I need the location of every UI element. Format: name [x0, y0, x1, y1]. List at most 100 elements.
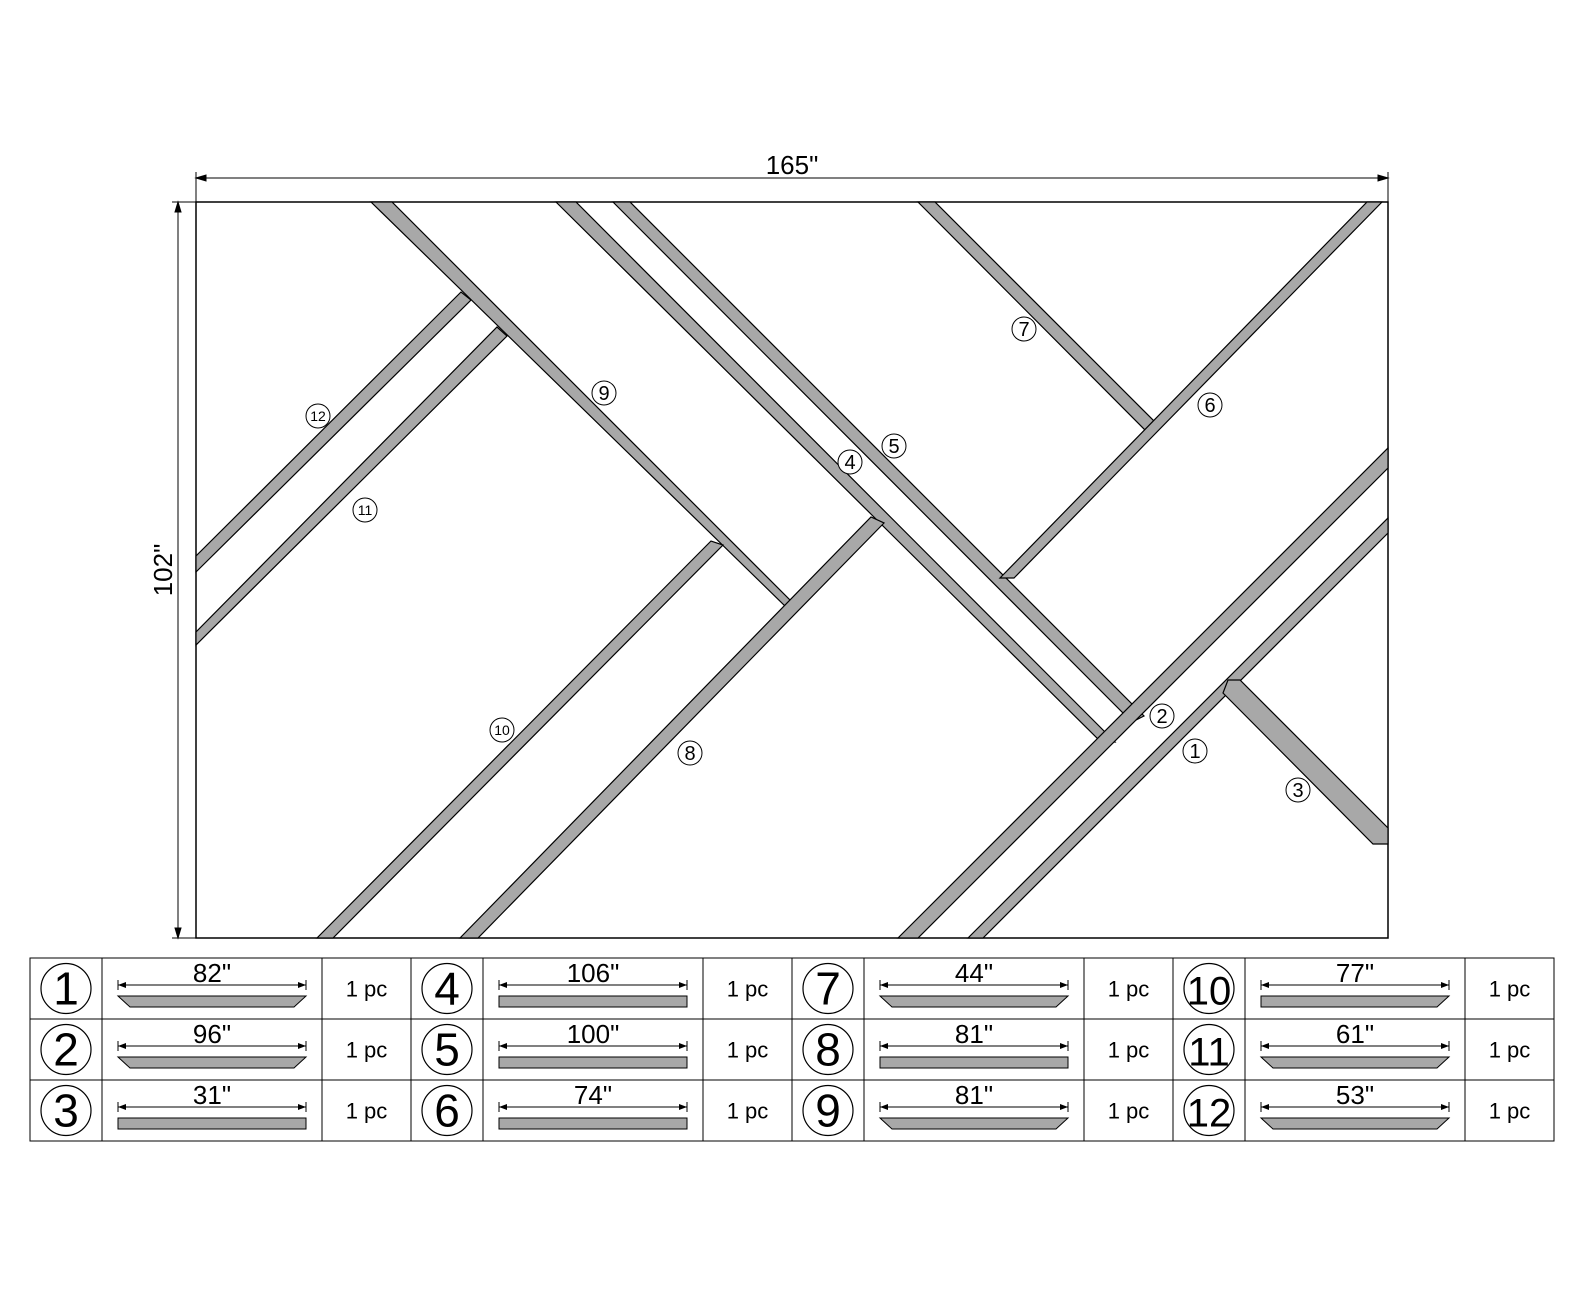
length-arrow	[499, 1104, 507, 1110]
board-profile	[117, 1117, 307, 1130]
strip-9	[611, 201, 1146, 723]
item-number-circle	[421, 1023, 473, 1076]
item-number: 7	[815, 963, 841, 1015]
item-quantity: 1 pc	[346, 1099, 388, 1124]
strip-2	[896, 446, 1389, 939]
board-profile	[116, 1056, 308, 1069]
item-number-circle	[40, 962, 92, 1015]
item-length: 44"	[955, 958, 993, 988]
cut-list-item-10: 10 77" 1 pc	[1183, 958, 1531, 1015]
item-number-circle	[802, 1084, 854, 1137]
length-arrow	[499, 982, 507, 988]
callout-number: 9	[598, 383, 609, 405]
cut-list-item-7: 7 44" 1 pc	[802, 958, 1150, 1015]
length-arrow	[1261, 1043, 1269, 1049]
strip-callout-4: 4	[837, 449, 863, 475]
strip-11	[195, 326, 508, 647]
item-quantity: 1 pc	[727, 1038, 769, 1063]
length-arrow	[679, 1104, 687, 1110]
callout-number: 7	[1018, 319, 1029, 341]
item-number-circle	[1183, 1023, 1235, 1076]
item-quantity: 1 pc	[346, 1038, 388, 1063]
callout-circle	[881, 433, 907, 459]
callout-circle	[1197, 392, 1223, 418]
item-number: 9	[815, 1085, 841, 1137]
item-number: 8	[815, 1024, 841, 1076]
item-number: 10	[1187, 970, 1232, 1014]
strip-callout-6: 6	[1197, 392, 1223, 418]
callout-circle	[1149, 703, 1175, 729]
length-arrow	[1060, 982, 1068, 988]
item-number: 5	[434, 1024, 460, 1076]
callout-circle	[1011, 316, 1037, 342]
strip-callout-8: 8	[677, 740, 703, 766]
strip-callout-12: 12	[305, 403, 331, 429]
board-profile	[1259, 1117, 1451, 1130]
length-arrow	[1441, 1043, 1449, 1049]
callout-circle	[305, 403, 331, 429]
width-dimension	[194, 172, 1390, 204]
item-quantity: 1 pc	[1489, 1038, 1531, 1063]
item-quantity: 1 pc	[1108, 977, 1150, 1002]
item-length: 31"	[193, 1080, 231, 1110]
length-arrow	[1060, 1104, 1068, 1110]
width-label: 165"	[766, 150, 819, 180]
strip-10	[315, 540, 725, 939]
length-arrow	[679, 1043, 687, 1049]
length-arrow	[298, 1043, 306, 1049]
item-length: 100"	[567, 1019, 620, 1049]
length-arrow	[118, 1104, 126, 1110]
callout-circle	[489, 717, 515, 743]
callout-number: 1	[1189, 741, 1200, 763]
item-number-circle	[802, 962, 854, 1015]
callout-circle	[837, 449, 863, 475]
length-arrow	[1060, 1043, 1068, 1049]
callout-circle	[591, 380, 617, 406]
cut-list-item-5: 5 100" 1 pc	[421, 1019, 769, 1076]
item-quantity: 1 pc	[727, 977, 769, 1002]
item-number: 6	[434, 1085, 460, 1137]
board-profile	[1259, 1056, 1451, 1069]
length-arrow	[298, 982, 306, 988]
item-number-circle	[421, 962, 473, 1015]
item-length: 61"	[1336, 1019, 1374, 1049]
callout-number: 5	[888, 436, 899, 458]
strip-5	[554, 201, 1117, 743]
item-number-circle	[40, 1023, 92, 1076]
cut-list-item-9: 9 81" 1 pc	[802, 1080, 1150, 1137]
callout-number: 4	[844, 452, 855, 474]
item-length: 77"	[1336, 958, 1374, 988]
length-arrow	[298, 1104, 306, 1110]
item-number: 1	[53, 963, 79, 1015]
strip-1	[966, 516, 1389, 939]
board-profile	[498, 1117, 688, 1130]
item-length: 106"	[567, 958, 620, 988]
callout-circle	[1285, 777, 1311, 803]
strip-6	[998, 201, 1384, 579]
board-profile	[116, 995, 308, 1008]
length-arrow	[880, 1043, 888, 1049]
length-arrow	[118, 1043, 126, 1049]
strip-callout-2: 2	[1149, 703, 1175, 729]
callout-number: 2	[1156, 706, 1167, 728]
strip-callout-1: 1	[1182, 738, 1208, 764]
length-arrow	[1261, 982, 1269, 988]
item-quantity: 1 pc	[1489, 1099, 1531, 1124]
item-number-circle	[802, 1023, 854, 1076]
item-number: 4	[434, 963, 460, 1015]
strip-3	[1222, 679, 1389, 845]
item-quantity: 1 pc	[1489, 977, 1531, 1002]
board-profile	[879, 1056, 1069, 1069]
item-number-circle	[40, 1084, 92, 1137]
item-quantity: 1 pc	[1108, 1099, 1150, 1124]
item-length: 82"	[193, 958, 231, 988]
item-length: 81"	[955, 1080, 993, 1110]
height-dimension	[172, 200, 198, 940]
item-number: 12	[1187, 1092, 1232, 1136]
